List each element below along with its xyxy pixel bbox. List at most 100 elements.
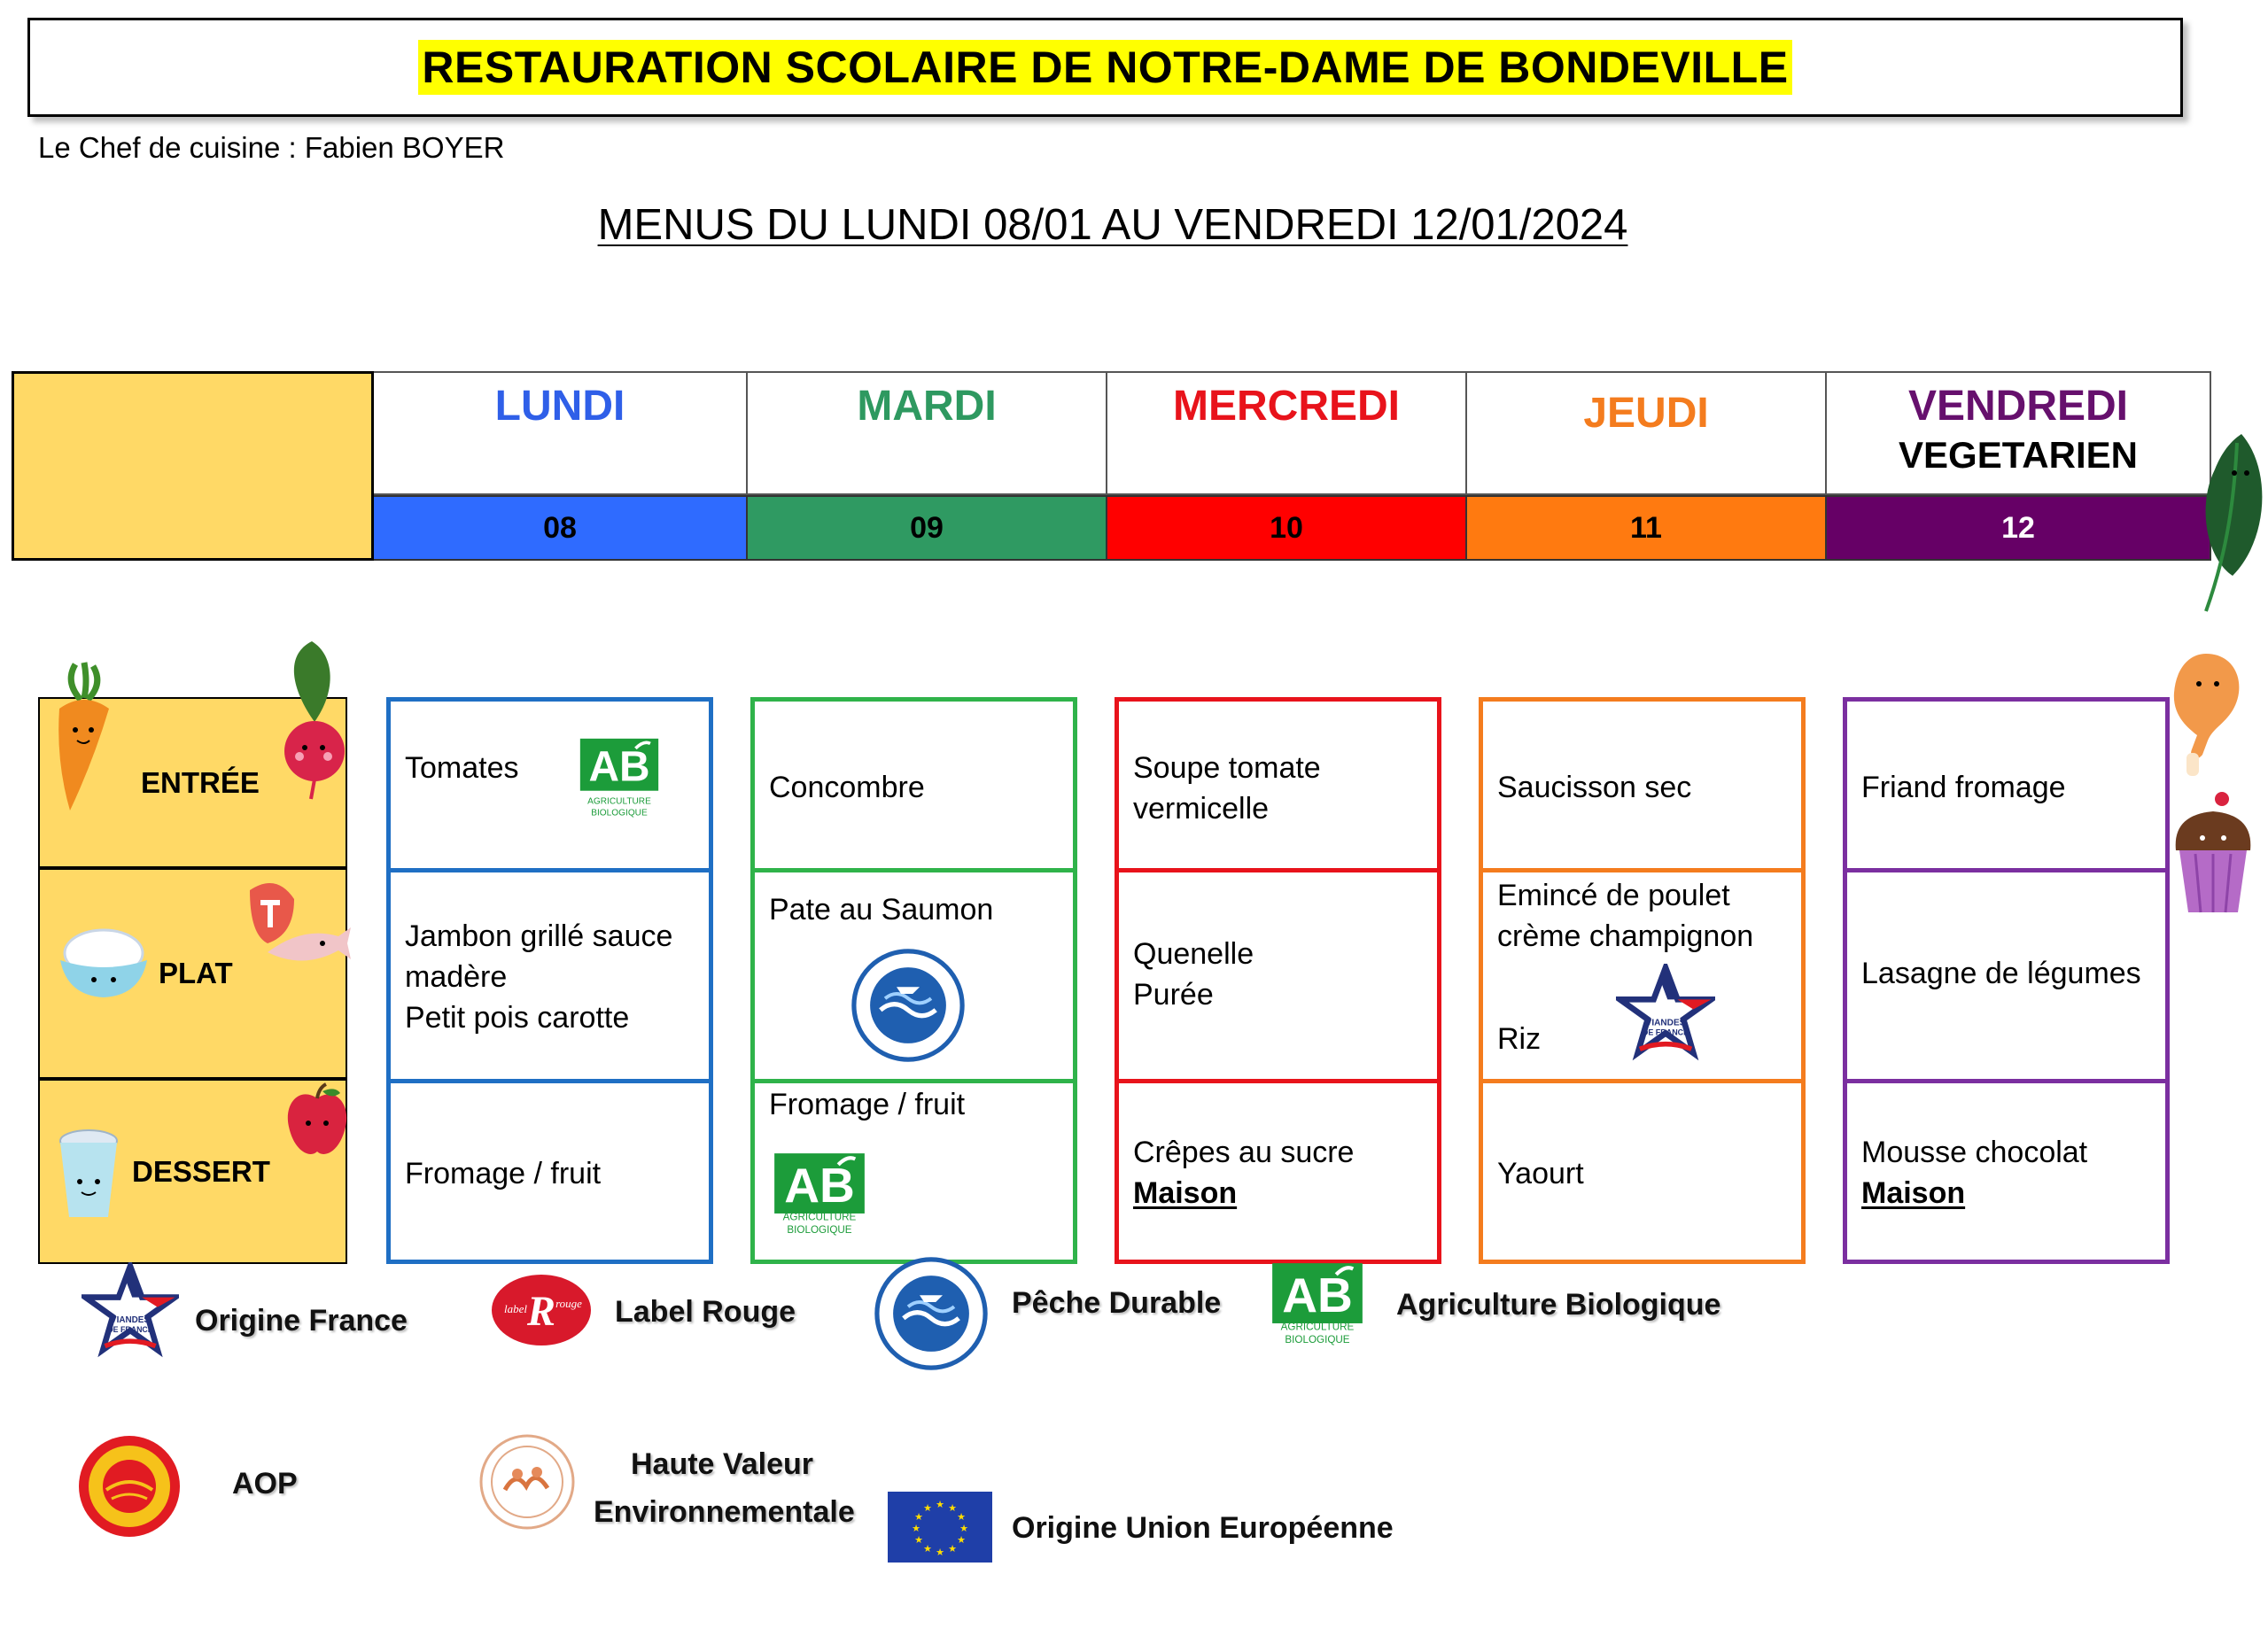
menu-jeudi-plat-line2: crème champignon (1497, 919, 1754, 953)
yogurt-icon (59, 1129, 118, 1217)
menu-column-lundi: Tomates AGRICULTURE BIOLOGIQUE Jambon gri… (386, 697, 713, 1264)
menu-mercredi-plat-line1: Quenelle (1133, 937, 1254, 971)
menu-vendredi-dessert-maison: Maison (1847, 1173, 2165, 1214)
aop-icon (79, 1436, 180, 1537)
menu-mardi-plat: Pate au Saumon (769, 893, 994, 927)
maison-label: Maison (1133, 1176, 1238, 1210)
svg-text:★: ★ (957, 1511, 966, 1523)
svg-text:★: ★ (959, 1523, 968, 1534)
course-label-entree-text: ENTRÉE (141, 765, 260, 799)
menu-mardi-entree: Concombre (769, 771, 925, 804)
page-title: RESTAURATION SCOLAIRE DE NOTRE-DAME DE B… (418, 40, 1792, 95)
menu-jeudi-entree: Saucisson sec (1497, 771, 1692, 804)
svg-text:AGRICULTURE: AGRICULTURE (1281, 1321, 1355, 1332)
legend-hve-line2: Environnementale (594, 1495, 855, 1529)
menu-week-title: MENUS DU LUNDI 08/01 AU VENDREDI 12/01/2… (0, 200, 2225, 250)
day-name-jeudi: JEUDI (1583, 390, 1709, 437)
menu-vendredi-entree: Friand fromage (1861, 771, 2066, 804)
day-header-mardi: MARDI (748, 371, 1107, 495)
legend-origine-ue: Origine Union Européenne (1012, 1511, 1394, 1545)
cupcake-icon (2175, 792, 2251, 913)
svg-text:★: ★ (936, 1547, 944, 1558)
course-label-plat-text: PLAT (159, 957, 233, 989)
menu-lundi-plat-line3: Petit pois carotte (405, 1001, 630, 1035)
menu-column-jeudi: Saucisson sec Emincé de poulet crème cha… (1479, 697, 1806, 1264)
menu-mercredi-plat-line2: Purée (1133, 978, 1214, 1012)
menu-mercredi-entree-line1: Soupe tomate (1133, 751, 1321, 785)
day-number-mercredi: 10 (1107, 495, 1467, 561)
carrot-icon (58, 662, 109, 810)
day-name-mercredi: MERCREDI (1172, 383, 1400, 430)
svg-text:rouge: rouge (555, 1297, 582, 1310)
svg-text:BIOLOGIQUE: BIOLOGIQUE (1285, 1334, 1349, 1345)
svg-text:VIANDES: VIANDES (1646, 1018, 1686, 1028)
peche-durable-icon (850, 948, 966, 1063)
menu-mercredi-dessert-maison: Maison (1119, 1173, 1437, 1214)
day-header-vendredi: VENDREDI VEGETARIEN (1827, 371, 2211, 495)
menu-mercredi-dessert-line1: Crêpes au sucre (1133, 1136, 1355, 1169)
day-number-vendredi: 12 (1827, 495, 2211, 561)
day-number-mardi: 09 (748, 495, 1107, 561)
menu-lundi-plat-line2: madère (405, 960, 508, 994)
apple-icon (287, 1082, 347, 1154)
menu-jeudi-plat-line1: Emincé de poulet (1497, 879, 1730, 912)
svg-text:★: ★ (923, 1543, 932, 1555)
menu-lundi-plat-line1: Jambon grillé sauce (405, 919, 673, 953)
chicken-leg-icon (2173, 654, 2240, 776)
svg-text:★: ★ (912, 1523, 920, 1534)
haute-valeur-environnementale-icon (479, 1434, 575, 1530)
menu-mercredi-entree-line2: vermicelle (1133, 792, 1270, 826)
chef-credit: Le Chef de cuisine : Fabien BOYER (38, 131, 505, 164)
menu-mardi-dessert: Fromage / fruit (769, 1088, 966, 1121)
svg-text:★: ★ (948, 1502, 957, 1514)
svg-text:★: ★ (957, 1534, 966, 1546)
agriculture-biologique-icon: AGRICULTURE BIOLOGIQUE (575, 737, 664, 818)
svg-text:DE FRANCE: DE FRANCE (1643, 1028, 1689, 1037)
meat-fish-icon (250, 883, 351, 961)
legend-agriculture-biologique: Agriculture Biologique (1396, 1288, 1721, 1322)
menu-column-mercredi: Soupe tomate vermicelle Quenelle Purée C… (1115, 697, 1441, 1264)
menu-column-mardi: Concombre Pate au Saumon Fromage / fruit… (750, 697, 1077, 1264)
svg-text:DE FRANCE: DE FRANCE (107, 1325, 152, 1334)
label-rouge-icon: R label rouge (492, 1275, 591, 1345)
legend-aop: AOP (232, 1467, 298, 1501)
svg-text:BIOLOGIQUE: BIOLOGIQUE (591, 808, 648, 818)
day-number-lundi: 08 (374, 495, 748, 561)
day-header-lundi: LUNDI (374, 371, 748, 495)
agriculture-biologique-icon: AGRICULTURE BIOLOGIQUE (773, 1143, 866, 1236)
day-header-mercredi: MERCREDI (1107, 371, 1467, 495)
day-name-lundi: LUNDI (494, 383, 625, 430)
legend-hve-line1: Haute Valeur (631, 1447, 813, 1481)
maison-label: Maison (1861, 1176, 1966, 1210)
menu-week-title-text: MENUS DU LUNDI 08/01 AU VENDREDI 12/01/2… (597, 201, 1628, 249)
menu-vendredi-plat: Lasagne de légumes (1861, 957, 2141, 990)
eu-flag-icon: ★★★★ ★★★★ ★★★★ (888, 1492, 992, 1563)
svg-text:★: ★ (936, 1499, 944, 1510)
svg-text:★: ★ (948, 1543, 957, 1555)
day-header-jeudi: JEUDI (1467, 371, 1827, 495)
svg-text:★: ★ (923, 1502, 932, 1514)
day-name-vendredi: VENDREDI (1907, 383, 2129, 430)
rice-bowl-icon (60, 928, 147, 997)
day-number-jeudi: 11 (1467, 495, 1827, 561)
svg-text:AGRICULTURE: AGRICULTURE (587, 796, 651, 806)
beetroot-icon (284, 641, 345, 800)
svg-text:BIOLOGIQUE: BIOLOGIQUE (787, 1224, 851, 1236)
peche-durable-icon (874, 1256, 989, 1371)
menu-jeudi-plat-line3: Riz (1497, 1022, 1542, 1056)
menu-vendredi-dessert-line1: Mousse chocolat (1861, 1136, 2088, 1169)
course-label-dessert-text: DESSERT (132, 1154, 270, 1188)
menu-column-vendredi: Friand fromage Lasagne de légumes Mousse… (1843, 697, 2170, 1264)
vegetarian-label: VEGETARIEN (1899, 434, 2138, 476)
day-name-mardi: MARDI (857, 383, 997, 430)
menu-lundi-entree: Tomates (405, 751, 519, 785)
header-banner: RESTAURATION SCOLAIRE DE NOTRE-DAME DE B… (27, 18, 2183, 117)
legend-peche-durable: Pêche Durable (1012, 1286, 1222, 1320)
svg-text:★: ★ (914, 1511, 923, 1523)
svg-text:VIANDES: VIANDES (111, 1315, 150, 1325)
svg-text:★: ★ (914, 1534, 923, 1546)
legend-origine-france: Origine France (195, 1304, 408, 1338)
svg-text:AGRICULTURE: AGRICULTURE (783, 1211, 857, 1222)
